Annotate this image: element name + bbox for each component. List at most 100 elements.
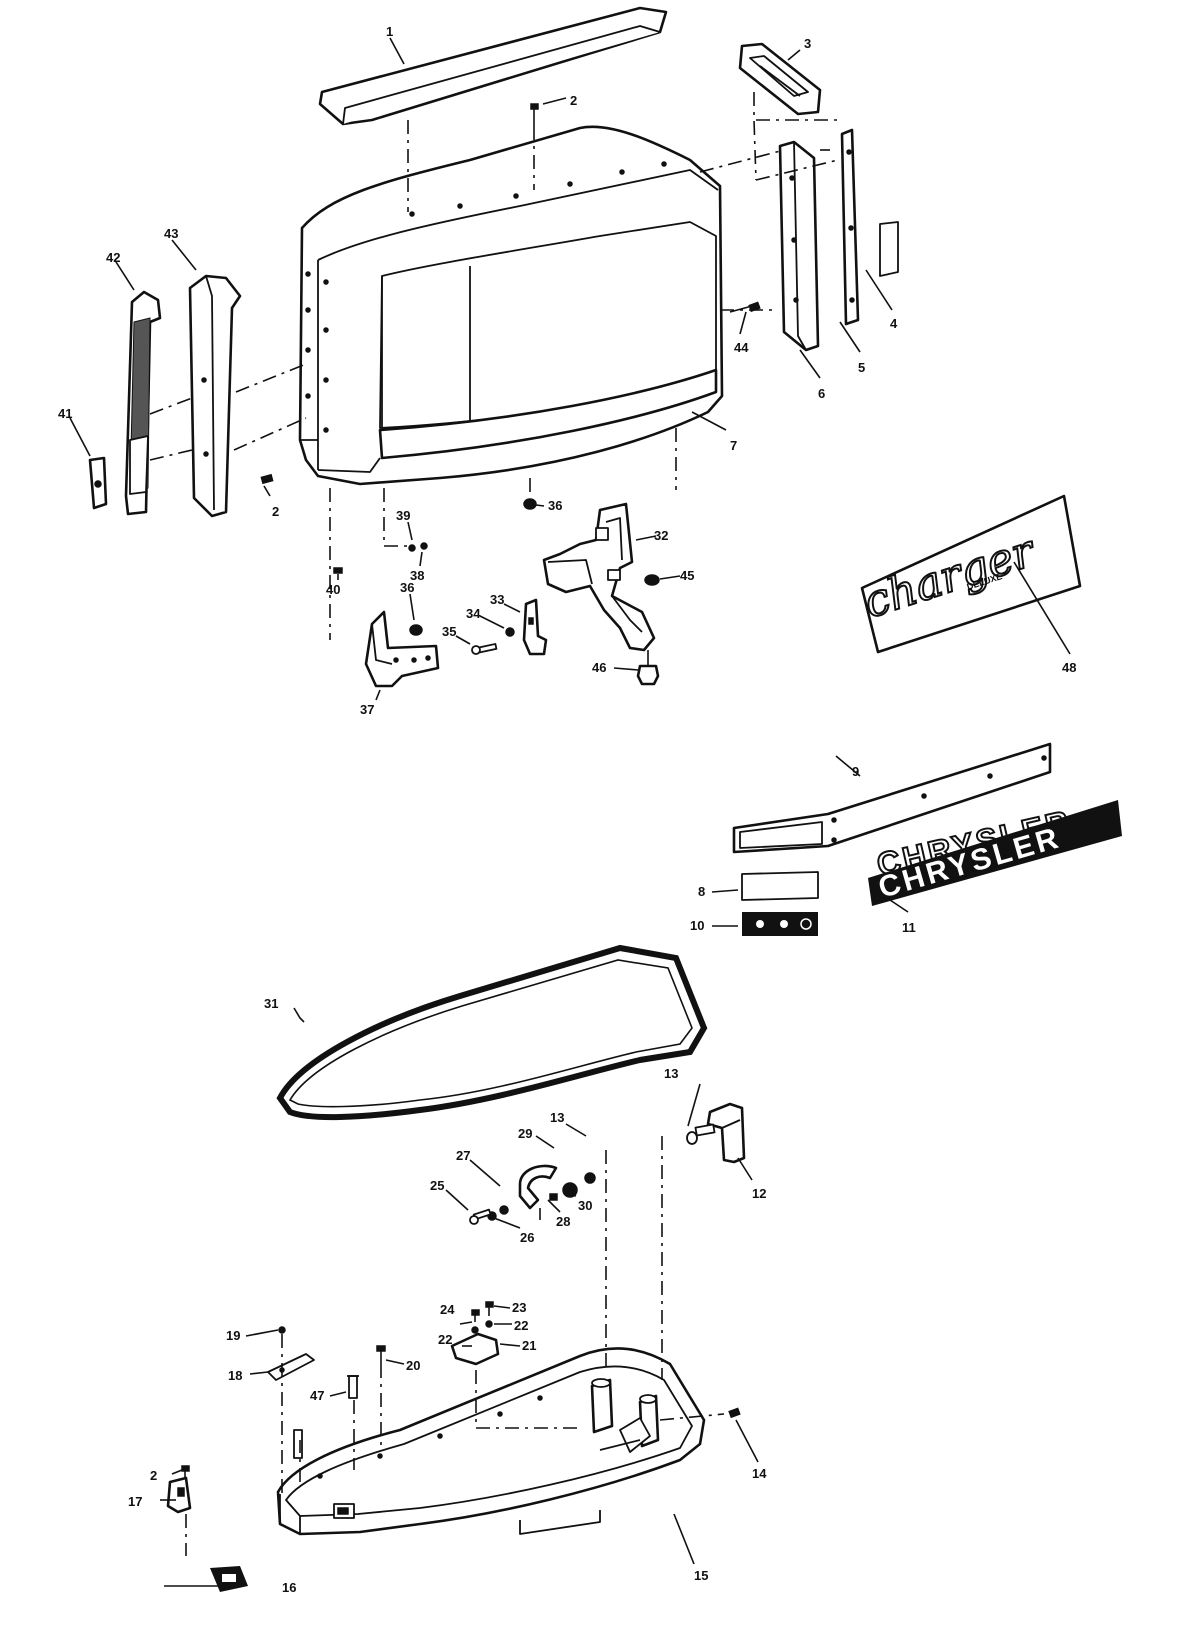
callout-4: 4 (890, 316, 898, 331)
callout-18: 18 (228, 1368, 242, 1383)
part-28-hook (518, 1164, 558, 1210)
part-24-screw (471, 1309, 480, 1322)
part-1-top-trim (318, 6, 668, 126)
callout-22-left: 22 (438, 1332, 452, 1347)
part-36-nut-upper (523, 498, 537, 510)
part-45-nut (644, 574, 660, 586)
callout-42: 42 (106, 250, 120, 265)
part-47-screw (347, 1375, 359, 1399)
callout-44: 44 (734, 340, 749, 355)
callout-5: 5 (858, 360, 865, 375)
part-14-screw (728, 1407, 741, 1419)
part-39-pin (408, 544, 416, 552)
part-48-charger-decal: charger DELUXE (857, 494, 1082, 654)
callout-28: 28 (556, 1214, 570, 1229)
part-15-lower-pan (276, 1347, 706, 1536)
part-22-washer-right (485, 1320, 493, 1328)
part-35-screw (471, 643, 498, 655)
callout-labels: 1 2 3 4 5 6 7 44 43 42 41 2 36 32 45 46 … (58, 24, 1076, 1595)
part-8-plate (741, 871, 819, 901)
callout-26: 26 (520, 1230, 534, 1245)
part-2-screw-left (260, 473, 274, 485)
part-41-small-panel (88, 456, 108, 510)
part-30-nut (549, 1193, 558, 1201)
part-42-grille-panel (124, 290, 162, 516)
callout-2-top: 2 (570, 93, 577, 108)
callout-29: 29 (518, 1126, 532, 1141)
part-40-screw (333, 567, 343, 574)
callout-43: 43 (164, 226, 178, 241)
callout-7: 7 (730, 438, 737, 453)
callout-2-lower: 2 (150, 1468, 157, 1483)
callout-38: 38 (410, 568, 424, 583)
part-17-latch (166, 1476, 192, 1514)
part-33-latch (522, 598, 548, 656)
part-46-knob (636, 650, 660, 686)
callout-47: 47 (310, 1388, 324, 1403)
part-25-screw (469, 1208, 492, 1225)
callout-34: 34 (466, 606, 481, 621)
callout-1: 1 (386, 24, 393, 39)
callout-17: 17 (128, 1494, 142, 1509)
callout-9: 9 (852, 764, 859, 779)
part-37-mount-bracket (364, 610, 440, 688)
callout-46: 46 (592, 660, 606, 675)
callout-8: 8 (698, 884, 705, 899)
callout-15: 15 (694, 1568, 708, 1583)
callout-27: 27 (456, 1148, 470, 1163)
callout-36-lower: 36 (400, 580, 414, 595)
part-9-trim-strip (732, 742, 1052, 854)
callout-13-left: 13 (550, 1110, 564, 1125)
callout-14: 14 (752, 1466, 767, 1481)
callout-36-upper: 36 (548, 498, 562, 513)
callout-6: 6 (818, 386, 825, 401)
callout-13-right: 13 (664, 1066, 678, 1081)
callout-16: 16 (282, 1580, 296, 1595)
callout-31: 31 (264, 996, 278, 1011)
part-7-engine-cover (298, 125, 724, 486)
part-19-pin (278, 1326, 286, 1334)
part-27-washer (499, 1205, 509, 1215)
part-22-washer-left (471, 1326, 479, 1334)
callout-40: 40 (326, 582, 340, 597)
part-21-clip (450, 1332, 500, 1366)
callout-39: 39 (396, 508, 410, 523)
callout-25: 25 (430, 1178, 444, 1193)
callout-37: 37 (360, 702, 374, 717)
alignment-lines-lower (185, 1136, 725, 1556)
callout-21: 21 (522, 1338, 536, 1353)
part-38-washer (420, 542, 428, 550)
callout-48: 48 (1062, 660, 1076, 675)
callout-41: 41 (58, 406, 72, 421)
callout-23: 23 (512, 1300, 526, 1315)
part-2-screw-top (530, 103, 539, 126)
part-31-gasket (276, 944, 708, 1121)
callout-3: 3 (804, 36, 811, 51)
callout-32: 32 (654, 528, 668, 543)
callout-45: 45 (680, 568, 694, 583)
part-5-side-strip (840, 128, 860, 326)
callout-22-right: 22 (514, 1318, 528, 1333)
part-23-screw (485, 1301, 494, 1316)
part-32-bracket (542, 502, 656, 652)
callout-20: 20 (406, 1358, 420, 1373)
part-13-washer-left (584, 1172, 596, 1184)
callout-30: 30 (578, 1198, 592, 1213)
part-43-side-panel (188, 274, 242, 518)
callout-24: 24 (440, 1302, 455, 1317)
leader-lines (69, 37, 1071, 1587)
callout-2-left: 2 (272, 504, 279, 519)
part-36-nut-lower (409, 624, 423, 636)
part-6-side-bracket (778, 140, 820, 352)
callout-11: 11 (902, 920, 916, 935)
part-12-handle (694, 1102, 746, 1164)
part-18-plate (267, 1353, 315, 1381)
part-20-screw (376, 1345, 386, 1364)
callout-10: 10 (690, 918, 704, 933)
callout-19: 19 (226, 1328, 240, 1343)
part-16-catch (210, 1566, 248, 1592)
part-34-washer (505, 627, 515, 637)
part-4-plate (879, 221, 899, 277)
